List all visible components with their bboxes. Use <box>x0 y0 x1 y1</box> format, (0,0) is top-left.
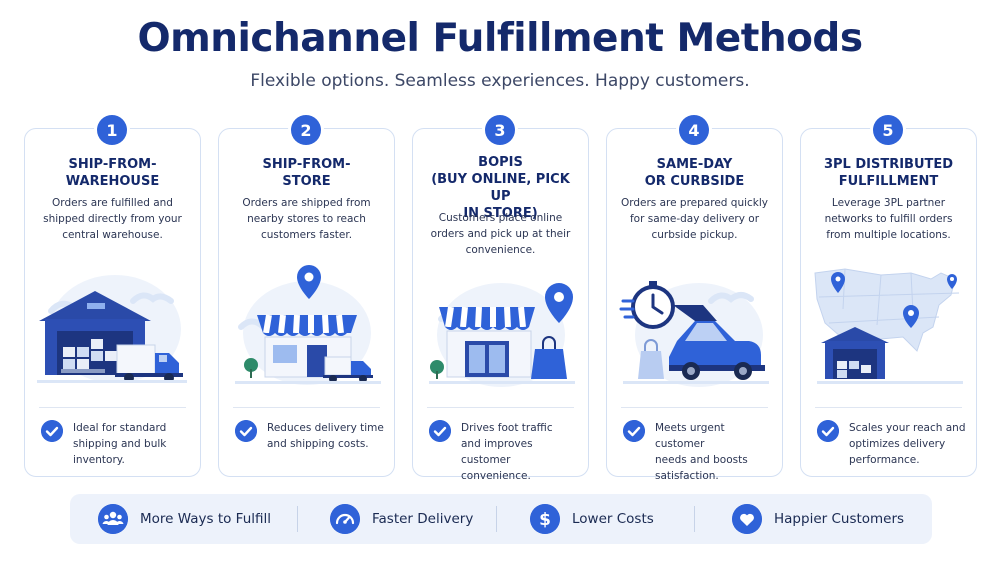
dollar-icon: $ <box>530 504 560 534</box>
footer-separator <box>496 506 497 532</box>
card-same-day-curbside: SAME-DAY OR CURBSIDE Orders are prepared… <box>606 128 783 482</box>
footer-label: Happier Customers <box>774 511 905 527</box>
card-benefit: Drives foot traffic and improves custome… <box>461 422 553 482</box>
check-icon <box>623 420 645 442</box>
heart-icon <box>732 504 762 534</box>
card-title: BOPIS (BUY ONLINE, PICK UP IN STORE) <box>431 155 570 221</box>
footer-separator <box>694 506 695 532</box>
card-divider <box>39 407 186 408</box>
badge-1: 1 <box>97 115 127 145</box>
badge-2: 2 <box>291 115 321 145</box>
page-subtitle: Flexible options. Seamless experiences. … <box>250 71 750 91</box>
card-3pl-distributed: 3PL DISTRIBUTED FULFILLMENT Leverage 3PL… <box>800 128 977 477</box>
footer-item-faster-delivery: Faster Delivery <box>330 494 473 544</box>
footer-label: Faster Delivery <box>372 511 474 527</box>
card-benefit: Meets urgent customer needs and boosts s… <box>655 422 748 482</box>
card-bopis: BOPIS (BUY ONLINE, PICK UP IN STORE) Cus… <box>412 128 589 482</box>
card-divider <box>815 407 962 408</box>
card-benefit: Reduces delivery time and shipping costs… <box>267 422 384 450</box>
card-description: Customers place online orders and pick u… <box>430 212 571 256</box>
page-title: Omnichannel Fulfillment Methods <box>137 16 863 61</box>
card-ship-from-store: SHIP-FROM- STORE Orders are shipped from… <box>218 128 395 477</box>
footer-separator <box>297 506 298 532</box>
badge-3: 3 <box>485 115 515 145</box>
footer-label: Lower Costs <box>572 511 654 527</box>
badge-5: 5 <box>873 115 903 145</box>
badge-4: 4 <box>679 115 709 145</box>
card-divider <box>233 407 380 408</box>
clock-car-icon <box>619 281 769 387</box>
check-icon <box>235 420 257 442</box>
card-description: Orders are prepared quickly for same-day… <box>620 197 769 241</box>
benefits-bar: More Ways to Fulfill Faster Delivery $ L… <box>70 494 932 544</box>
footer-item-more-ways: More Ways to Fulfill <box>98 494 271 544</box>
svg-text:$: $ <box>539 510 551 530</box>
store-shopping-bag-icon <box>429 283 575 387</box>
check-icon <box>41 420 63 442</box>
card-description: Leverage 3PL partner networks to fulfill… <box>824 197 953 241</box>
card-description: Orders are shipped from nearby stores to… <box>242 197 371 241</box>
card-description: Orders are fulfilled and shipped directl… <box>43 197 182 241</box>
card-benefit: Ideal for standard shipping and bulk inv… <box>73 422 167 466</box>
card-benefit: Scales your reach and optimizes delivery… <box>849 422 966 466</box>
card-ship-from-warehouse: SHIP-FROM- WAREHOUSE Orders are fulfille… <box>24 128 201 477</box>
footer-item-happier-customers: Happier Customers <box>732 494 904 544</box>
footer-item-lower-costs: $ Lower Costs <box>530 494 654 544</box>
card-title: 3PL DISTRIBUTED FULFILLMENT <box>823 157 954 189</box>
store-location-truck-icon <box>235 265 381 385</box>
card-title: SAME-DAY OR CURBSIDE <box>644 157 745 189</box>
check-icon <box>429 420 451 442</box>
people-icon <box>98 504 128 534</box>
card-divider <box>621 407 768 408</box>
card-title: SHIP-FROM- WAREHOUSE <box>65 157 160 189</box>
warehouse-truck-icon <box>37 275 187 383</box>
footer-label: More Ways to Fulfill <box>140 511 272 527</box>
card-title: SHIP-FROM- STORE <box>262 157 351 189</box>
card-divider <box>427 407 574 408</box>
check-icon <box>817 420 839 442</box>
speedometer-icon <box>330 504 360 534</box>
us-map-warehouse-icon <box>814 268 963 384</box>
